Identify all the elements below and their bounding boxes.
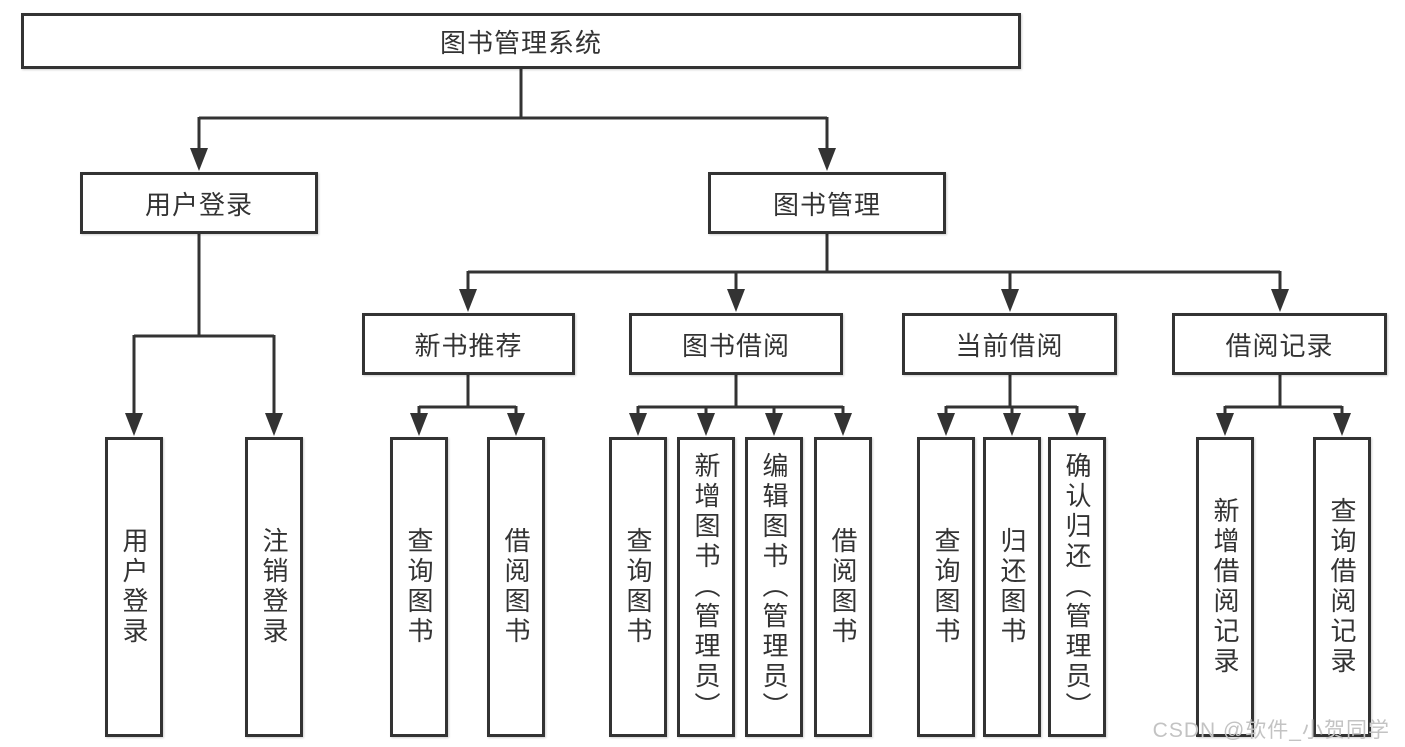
leaf-confirm-return-admin: 确认归还（管理员） <box>1048 437 1106 737</box>
node-book-management: 图书管理 <box>708 172 946 234</box>
leaf-edit-book-admin: 编辑图书（管理员） <box>745 437 803 737</box>
leaf-user-login: 用户登录 <box>105 437 163 737</box>
leaf-query-book-current: 查询图书 <box>917 437 975 737</box>
csdn-watermark: CSDN @软件_小贺同学 <box>1152 719 1390 742</box>
leaf-query-book-recommend: 查询图书 <box>390 437 448 737</box>
leaf-return-book: 归还图书 <box>983 437 1041 737</box>
arrowhead-group <box>125 148 1351 436</box>
node-borrow-records: 借阅记录 <box>1172 313 1387 375</box>
leaf-borrow-book: 借阅图书 <box>814 437 872 737</box>
leaf-query-book-borrow: 查询图书 <box>609 437 667 737</box>
node-book-borrow: 图书借阅 <box>629 313 843 375</box>
node-new-book-recommend: 新书推荐 <box>362 313 575 375</box>
leaf-add-book-admin: 新增图书（管理员） <box>677 437 735 737</box>
node-user-login-branch: 用户登录 <box>80 172 318 234</box>
node-current-borrow: 当前借阅 <box>902 313 1117 375</box>
node-library-system: 图书管理系统 <box>21 13 1021 69</box>
leaf-add-borrow-record: 新增借阅记录 <box>1196 437 1254 737</box>
leaf-query-borrow-record: 查询借阅记录 <box>1313 437 1371 737</box>
leaf-logout: 注销登录 <box>245 437 303 737</box>
leaf-borrow-book-recommend: 借阅图书 <box>487 437 545 737</box>
